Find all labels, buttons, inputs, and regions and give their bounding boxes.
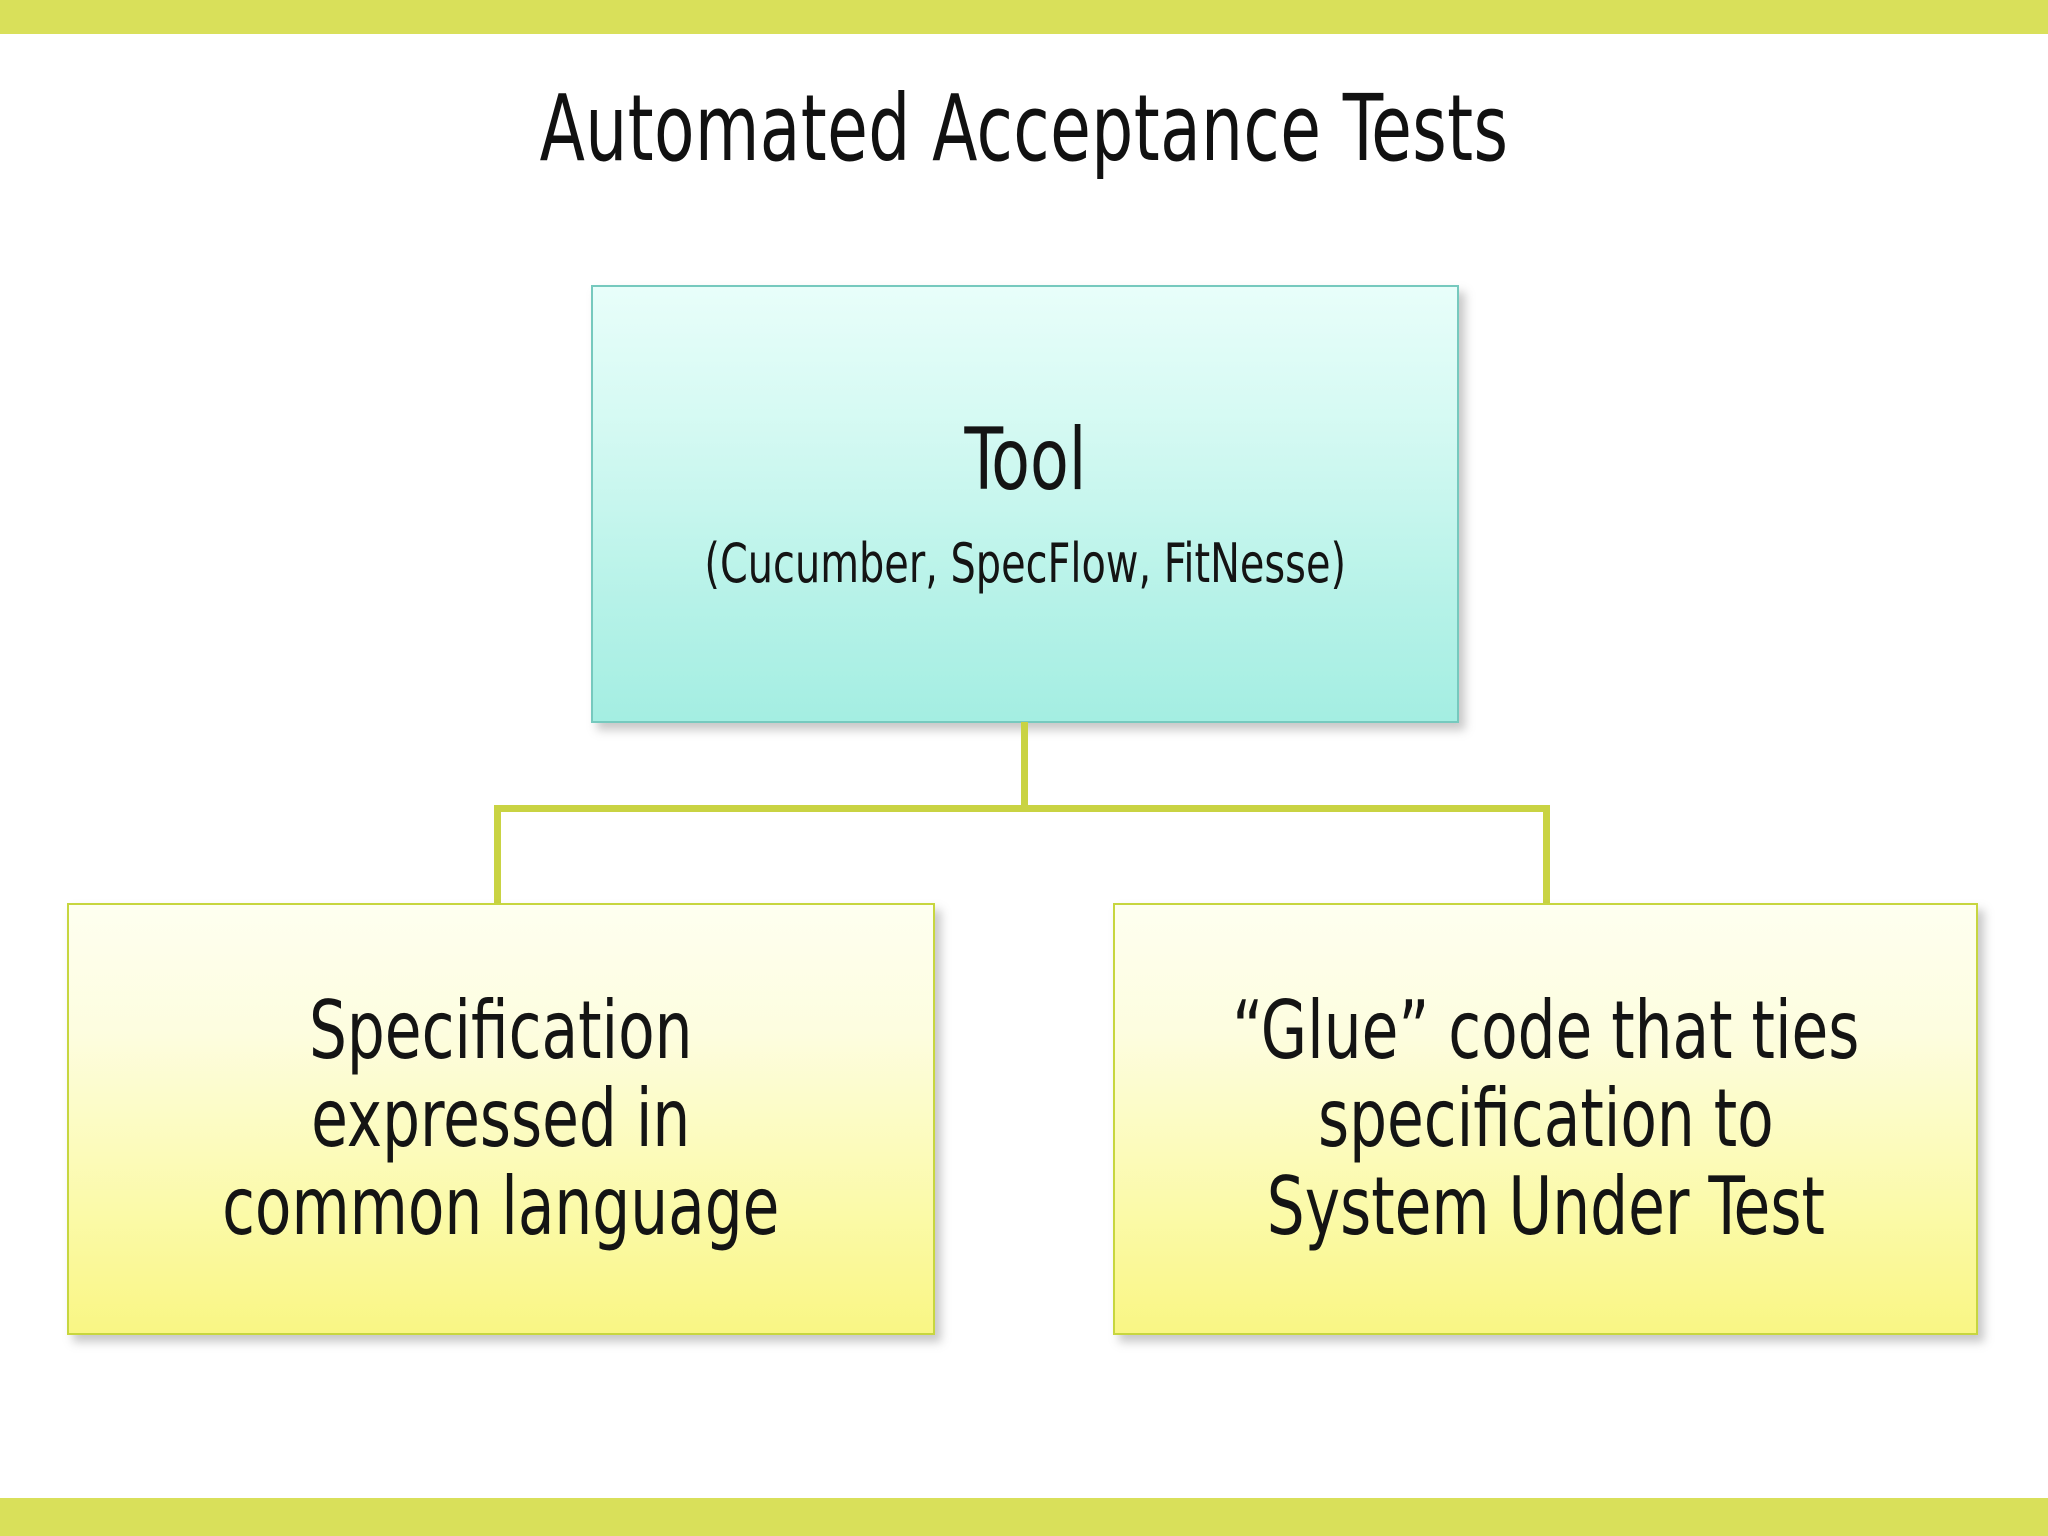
- connector-drop-left: [494, 805, 501, 905]
- tool-node: Tool (Cucumber, SpecFlow, FitNesse): [591, 285, 1459, 723]
- connector-stem: [1021, 722, 1028, 812]
- bottom-accent-bar: [0, 1498, 2048, 1536]
- glue-code-node-label: “Glue” code that ties specification to S…: [1231, 984, 1860, 1253]
- tool-node-title: Tool: [963, 410, 1087, 510]
- glue-code-node: “Glue” code that ties specification to S…: [1113, 903, 1978, 1335]
- tool-node-subtitle: (Cucumber, SpecFlow, FitNesse): [704, 532, 1346, 595]
- specification-node: Specification expressed in common langua…: [67, 903, 935, 1335]
- page-title: Automated Acceptance Tests: [539, 75, 1509, 182]
- top-accent-bar: [0, 0, 2048, 34]
- connector-horizontal-rail: [494, 805, 1550, 812]
- connector-drop-right: [1543, 805, 1550, 905]
- specification-node-label: Specification expressed in common langua…: [222, 984, 780, 1253]
